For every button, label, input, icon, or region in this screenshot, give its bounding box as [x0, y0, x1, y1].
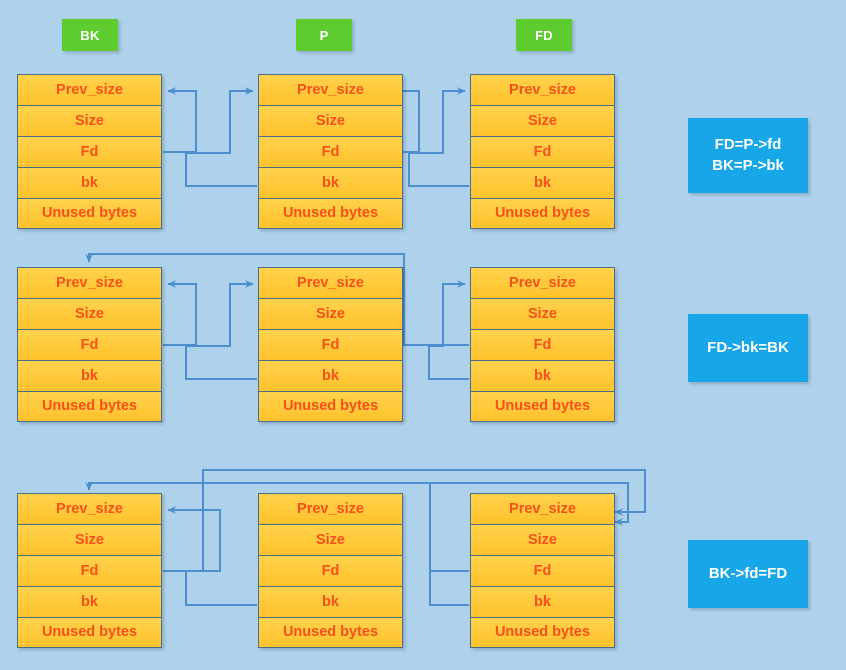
field-bk: bk — [470, 167, 615, 198]
row1-bk-fd-to-p — [163, 87, 197, 153]
row1-fd-bk-wire — [408, 87, 469, 187]
pointer-tag-bk-label: BK — [80, 27, 100, 43]
field-bk: bk — [17, 167, 162, 198]
field-prev-size: Prev_size — [258, 74, 403, 105]
field-prev-size: Prev_size — [17, 493, 162, 524]
field-unused: Unused bytes — [17, 198, 162, 229]
field-fd: Fd — [17, 136, 162, 167]
row2-bk-chunk: Prev_size Size Fd bk Unused bytes — [17, 267, 162, 422]
pointer-tag-fd[interactable]: FD — [516, 19, 572, 51]
row2-fd-chunk: Prev_size Size Fd bk Unused bytes — [470, 267, 615, 422]
row2-bk-fd-to-p — [163, 280, 197, 346]
field-fd: Fd — [17, 329, 162, 360]
field-prev-size: Prev_size — [470, 74, 615, 105]
row3-fd-chunk: Prev_size Size Fd bk Unused bytes — [470, 493, 615, 648]
field-fd: Fd — [258, 555, 403, 586]
row3-fd-bk-stub — [429, 572, 469, 606]
pointer-tag-p[interactable]: P — [296, 19, 352, 51]
field-bk: bk — [258, 586, 403, 617]
field-unused: Unused bytes — [17, 617, 162, 648]
row1-bk-chunk: Prev_size Size Fd bk Unused bytes — [17, 74, 162, 229]
field-prev-size: Prev_size — [470, 493, 615, 524]
field-size: Size — [258, 298, 403, 329]
field-bk: bk — [17, 586, 162, 617]
row1-note: FD=P->fd BK=P->bk — [688, 118, 808, 193]
field-bk: bk — [17, 360, 162, 391]
field-size: Size — [17, 105, 162, 136]
field-prev-size: Prev_size — [470, 267, 615, 298]
row1-p-chunk: Prev_size Size Fd bk Unused bytes — [258, 74, 403, 229]
field-prev-size: Prev_size — [17, 74, 162, 105]
field-unused: Unused bytes — [470, 617, 615, 648]
field-unused: Unused bytes — [258, 198, 403, 229]
row3-bk-chunk: Prev_size Size Fd bk Unused bytes — [17, 493, 162, 648]
field-size: Size — [258, 524, 403, 555]
row3-note-line-1: BK->fd=FD — [708, 564, 788, 582]
row2-fd-bk-wire — [428, 280, 469, 380]
row3-note: BK->fd=FD — [688, 540, 808, 608]
field-size: Size — [470, 105, 615, 136]
field-fd: Fd — [258, 136, 403, 167]
field-bk: bk — [258, 360, 403, 391]
field-unused: Unused bytes — [258, 391, 403, 422]
field-fd: Fd — [470, 329, 615, 360]
field-bk: bk — [470, 586, 615, 617]
field-prev-size: Prev_size — [17, 267, 162, 298]
field-fd: Fd — [470, 136, 615, 167]
field-size: Size — [17, 524, 162, 555]
field-size: Size — [470, 524, 615, 555]
row3-right-to-bk — [167, 506, 257, 606]
field-unused: Unused bytes — [470, 198, 615, 229]
row3-p-chunk: Prev_size Size Fd bk Unused bytes — [258, 493, 403, 648]
field-bk: bk — [258, 167, 403, 198]
row1-p-bk-wire — [185, 87, 257, 187]
row1-fd-chunk: Prev_size Size Fd bk Unused bytes — [470, 74, 615, 229]
pointer-tag-bk[interactable]: BK — [62, 19, 118, 51]
field-size: Size — [17, 298, 162, 329]
field-fd: Fd — [470, 555, 615, 586]
field-size: Size — [470, 298, 615, 329]
field-size: Size — [258, 105, 403, 136]
row2-note-line-1: FD->bk=BK — [707, 338, 789, 356]
field-unused: Unused bytes — [258, 617, 403, 648]
field-fd: Fd — [258, 329, 403, 360]
field-unused: Unused bytes — [470, 391, 615, 422]
row2-p-chunk: Prev_size Size Fd bk Unused bytes — [258, 267, 403, 422]
field-prev-size: Prev_size — [258, 493, 403, 524]
row1-note-line-2: BK=P->bk — [712, 156, 784, 174]
row2-p-bk-wire — [185, 280, 257, 380]
field-bk: bk — [470, 360, 615, 391]
row1-note-line-1: FD=P->fd — [714, 136, 782, 154]
field-unused: Unused bytes — [17, 391, 162, 422]
row2-note: FD->bk=BK — [688, 314, 808, 382]
field-prev-size: Prev_size — [258, 267, 403, 298]
field-fd: Fd — [17, 555, 162, 586]
pointer-tag-fd-label: FD — [535, 27, 553, 43]
pointer-tag-p-label: P — [319, 27, 329, 43]
